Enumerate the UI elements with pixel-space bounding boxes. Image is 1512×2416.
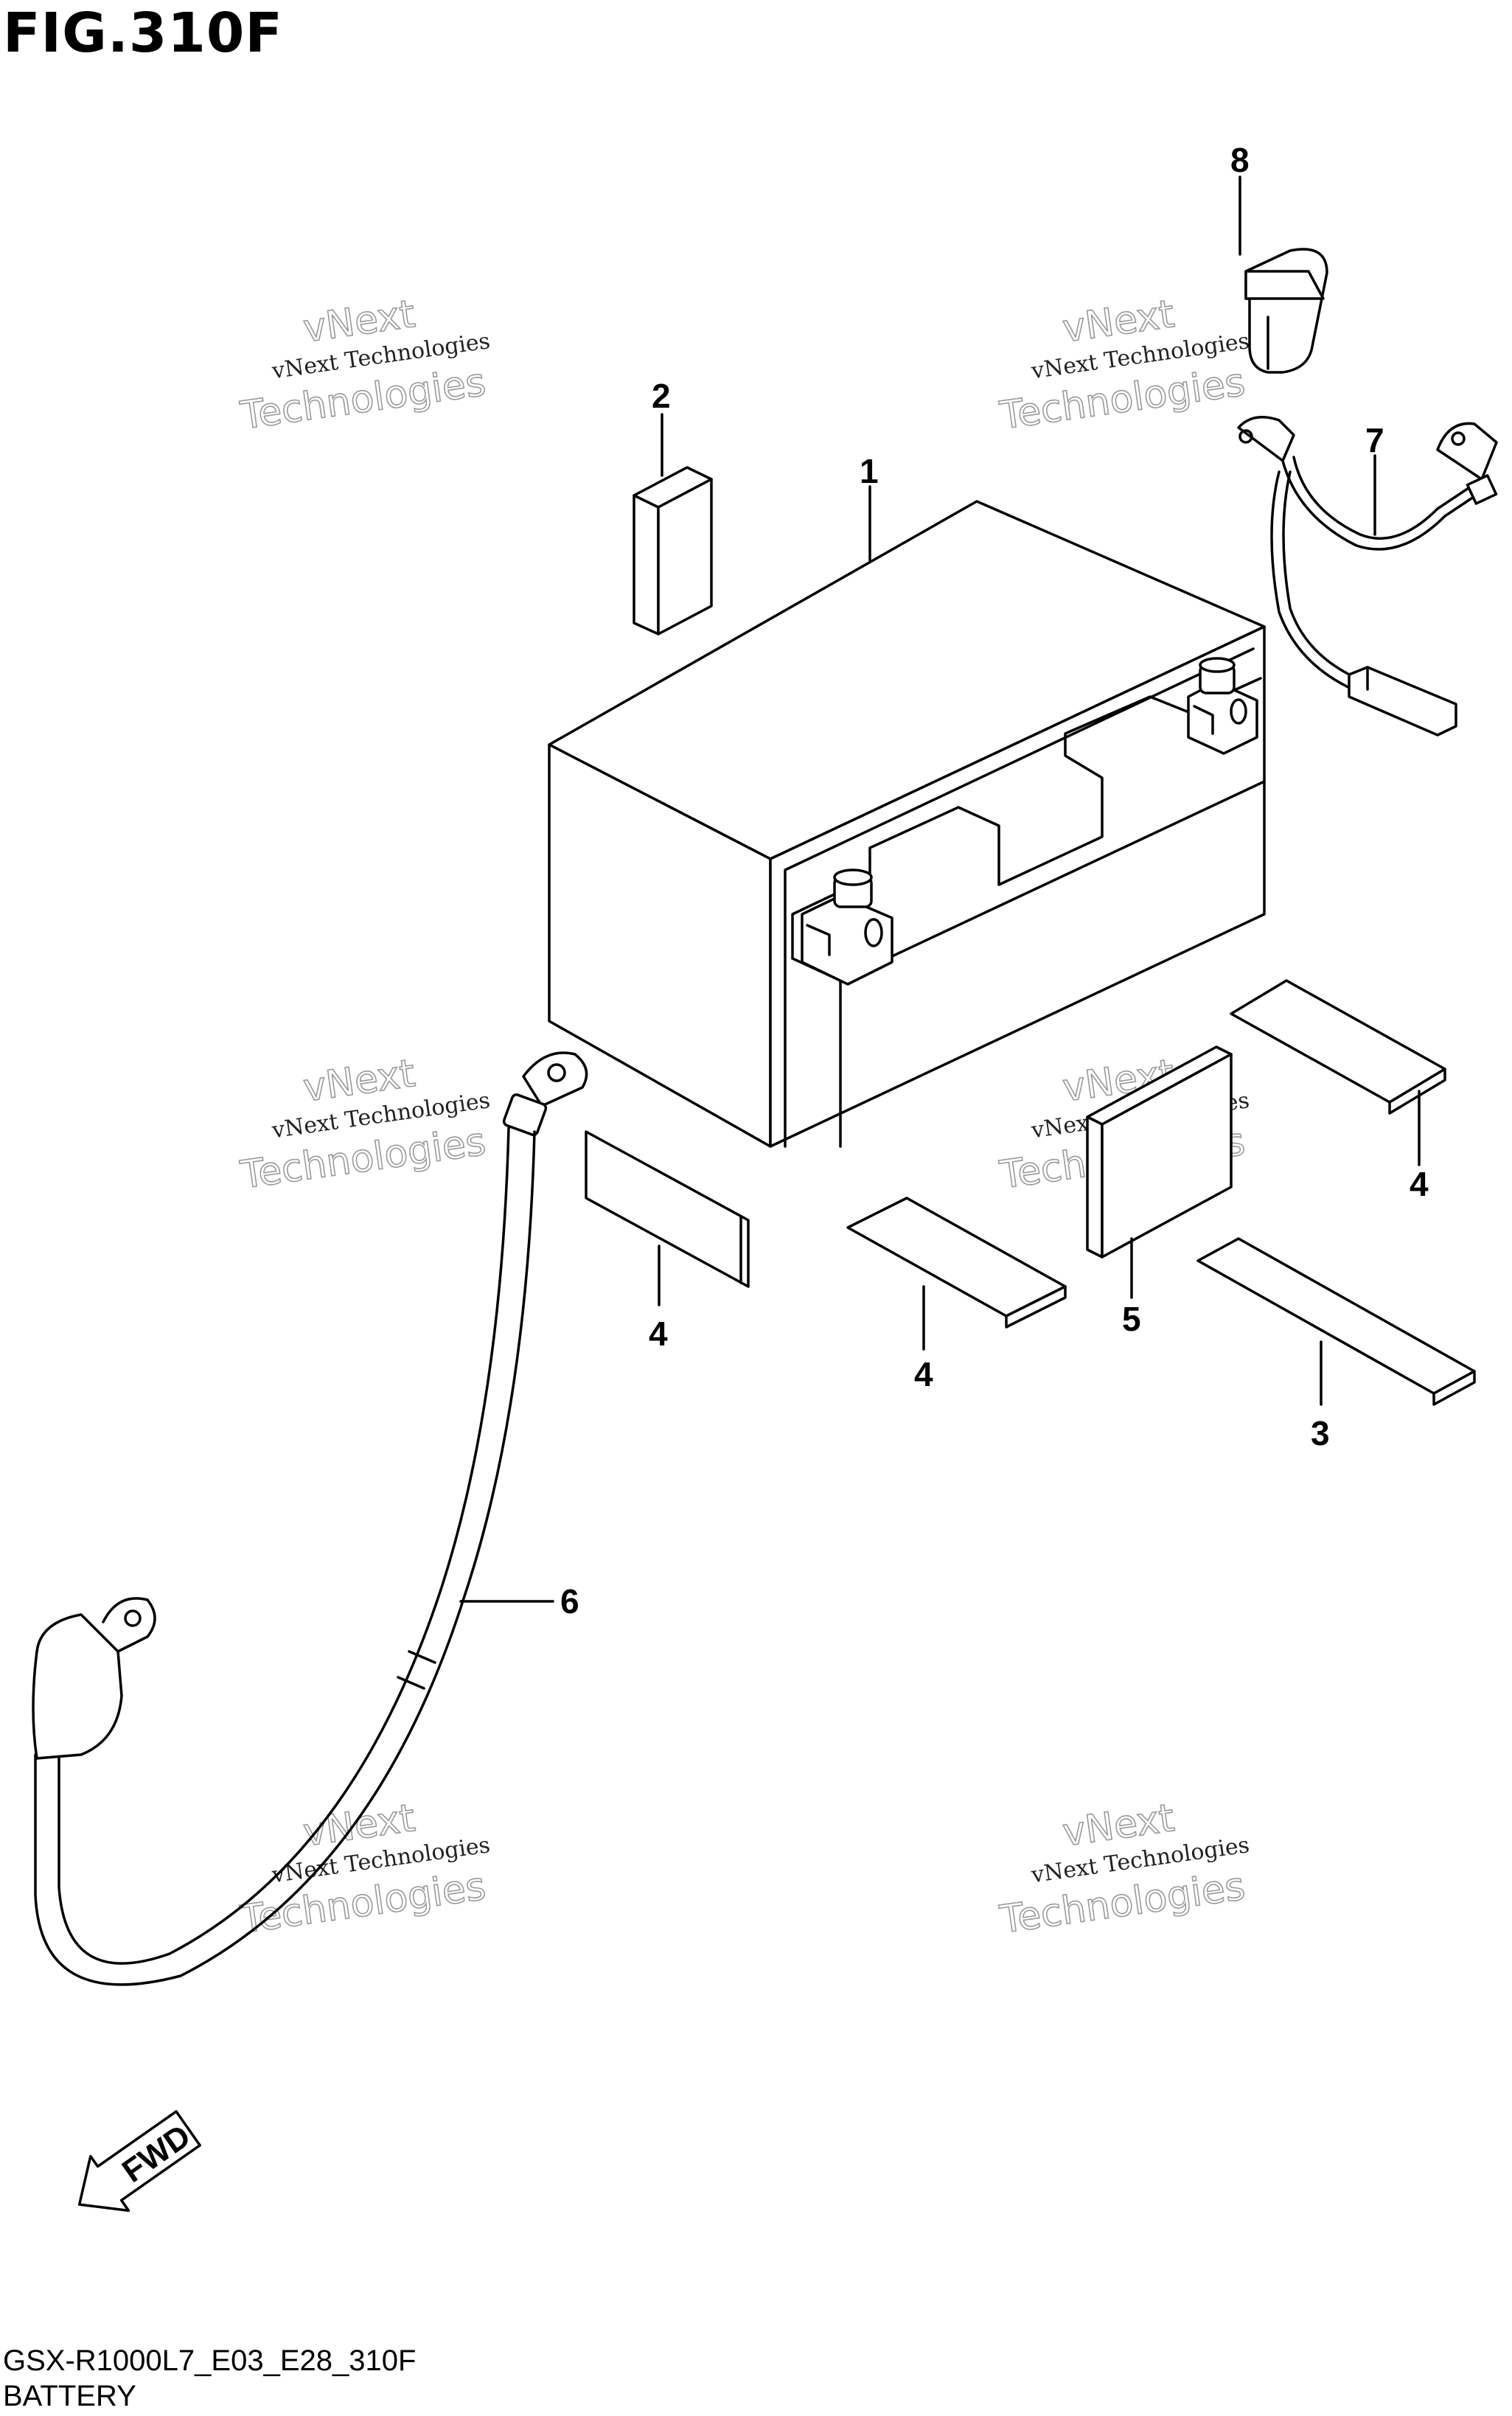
fwd-arrow-icon: FWD xyxy=(77,2110,201,2213)
callout-3: 3 xyxy=(1311,1414,1330,1452)
part-7-wire xyxy=(1237,416,1498,737)
part-4-pad-left xyxy=(585,1130,750,1288)
part-8-cap xyxy=(1244,248,1328,374)
part-1-battery xyxy=(548,500,1266,1148)
part-5-pad xyxy=(1086,1045,1233,1259)
part-4-pad-middle xyxy=(846,1197,1067,1329)
part-4-pad-right xyxy=(1230,979,1446,1115)
callout-7: 7 xyxy=(1365,421,1384,459)
callout-1: 1 xyxy=(860,452,879,490)
callout-4-left: 4 xyxy=(649,1315,668,1353)
watermark-top-left: vNext vNext Technologies Technologies xyxy=(237,291,492,439)
section-name: BATTERY xyxy=(3,2380,136,2412)
callout-8: 8 xyxy=(1230,141,1250,179)
part-3-strip xyxy=(1196,1237,1476,1406)
figure-title: FIG.310F xyxy=(3,1,283,65)
leader-lines xyxy=(459,175,1421,1603)
part-2-pad xyxy=(633,466,713,636)
callout-2: 2 xyxy=(652,377,671,415)
watermark-mid-left: vNext vNext Technologies Technologies xyxy=(237,1051,492,1198)
watermark-top-right: vNext vNext Technologies Technologies xyxy=(997,291,1251,439)
callout-6: 6 xyxy=(560,1582,579,1620)
callout-5: 5 xyxy=(1122,1300,1141,1338)
callout-4-right: 4 xyxy=(1410,1165,1429,1203)
model-code: GSX-R1000L7_E03_E28_310F xyxy=(3,2344,417,2377)
part-6-cable xyxy=(32,1051,588,1986)
callout-4-middle: 4 xyxy=(914,1355,933,1393)
watermark-bottom-right: vNext vNext Technologies Technologies xyxy=(997,1795,1251,1943)
